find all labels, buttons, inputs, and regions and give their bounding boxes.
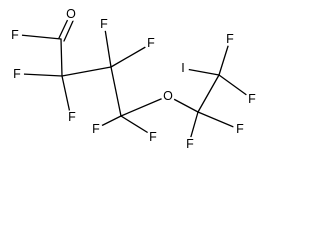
bond-c1-o-carbonyl-b (63, 20, 74, 42)
bonds (19, 18, 249, 141)
atom-o-ether-label: O (163, 89, 173, 103)
atom-f-c6b: F (245, 92, 259, 106)
atom-f-c5b-label: F (236, 122, 244, 136)
bond-c3-f-b (110, 44, 150, 68)
atom-o-ether: O (161, 89, 175, 103)
atom-f-c3b-label: F (147, 36, 155, 50)
bond-c4-f-a (98, 115, 122, 128)
atom-i-c6-label: I (181, 61, 184, 75)
bond-c4-o-ether (120, 95, 169, 117)
atom-f-c4a: F (89, 122, 103, 136)
atom-f-c4b-label: F (149, 130, 157, 144)
atom-f-c2b-label: F (68, 110, 76, 124)
atom-f-acyl-label: F (11, 28, 19, 42)
bond-c5-f-b (197, 111, 237, 129)
atom-f-c5a-label: F (186, 137, 194, 151)
bond-c4-f-b (120, 115, 151, 135)
atom-f-c3b: F (144, 36, 158, 50)
atom-f-acyl: F (8, 28, 22, 42)
bond-c1-f (19, 34, 62, 40)
structure-diagram: O F F F F F F F (8, 7, 259, 151)
bond-c2-c3 (61, 66, 112, 77)
atom-f-c5a: F (183, 137, 197, 151)
bond-c3-f-a (104, 28, 112, 68)
bond-c1-c2 (60, 38, 63, 77)
atom-f-c3a-label: F (100, 17, 108, 31)
atom-o-carbonyl: O (64, 7, 78, 21)
atom-f-c5b: F (233, 122, 247, 136)
atom-f-c2a: F (10, 67, 24, 81)
atom-o-carbonyl-label: O (66, 7, 76, 21)
atom-f-c3a: F (97, 17, 111, 31)
atom-i-c6: I (177, 61, 189, 75)
bond-c5-c6 (197, 74, 220, 113)
atom-f-c4b: F (146, 130, 160, 144)
atom-labels: O F F F F F F F (8, 7, 259, 151)
atom-f-c6b-label: F (248, 92, 256, 106)
bond-c6-f-b (218, 74, 249, 97)
atom-f-c2a-label: F (13, 67, 21, 81)
bond-c1-o-carbonyl-a (58, 18, 69, 39)
atom-f-c6a-label: F (226, 32, 234, 46)
bond-c2-f-b (61, 75, 71, 114)
bond-c2-f-a (21, 73, 63, 77)
bond-c6-f-a (218, 42, 230, 76)
atom-f-c4a-label: F (92, 122, 100, 136)
bond-c6-i (185, 68, 220, 76)
atom-f-c6a: F (223, 32, 237, 46)
bond-c3-c4 (110, 66, 122, 117)
atom-f-c2b: F (65, 110, 79, 124)
bond-c5-f-a (189, 111, 199, 141)
